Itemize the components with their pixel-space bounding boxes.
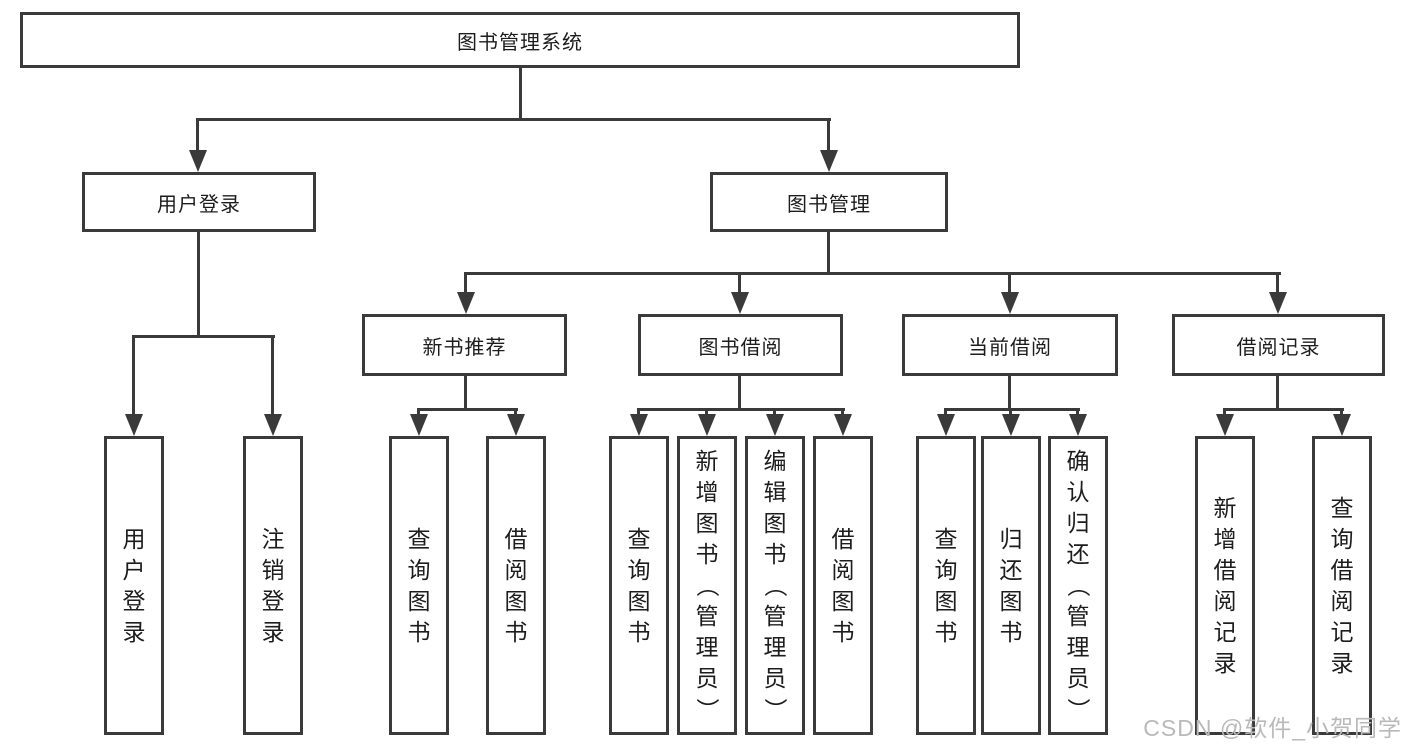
arrow-down-icon — [766, 414, 784, 436]
leaf-query-books-borrow: 查询图书 — [609, 436, 669, 735]
leaf-query-borrow-record: 查询借阅记录 — [1312, 436, 1372, 735]
connector-line — [196, 118, 831, 121]
arrow-down-icon — [410, 414, 428, 436]
node-book-borrow: 图书借阅 — [638, 314, 843, 376]
node-user-login: 用户登录 — [82, 172, 316, 232]
arrow-down-icon — [264, 414, 282, 436]
leaf-borrow-books-recommend: 借阅图书 — [486, 436, 546, 735]
arrow-down-icon — [1269, 292, 1287, 314]
arrow-down-icon — [630, 414, 648, 436]
node-library-management-system: 图书管理系统 — [20, 12, 1020, 68]
arrow-down-icon — [125, 414, 143, 436]
leaf-add-borrow-record: 新增借阅记录 — [1195, 436, 1255, 735]
node-new-book-recommend: 新书推荐 — [362, 314, 567, 376]
connector-line — [1223, 408, 1226, 416]
arrow-down-icon — [1216, 414, 1234, 436]
node-borrow-records: 借阅记录 — [1172, 314, 1385, 376]
connector-line — [738, 376, 741, 411]
connector-line — [196, 118, 199, 152]
connector-line — [1340, 408, 1343, 416]
leaf-query-books-recommend: 查询图书 — [389, 436, 449, 735]
leaf-add-book-admin: 新增图书（管理员） — [677, 436, 737, 735]
connector-line — [1276, 376, 1279, 411]
connector-line — [197, 232, 200, 338]
connector-line — [417, 408, 420, 416]
connector-line — [132, 335, 135, 416]
leaf-return-books: 归还图书 — [981, 436, 1041, 735]
connector-line — [1223, 408, 1344, 411]
connector-line — [637, 408, 640, 416]
arrow-down-icon — [834, 414, 852, 436]
connector-line — [1008, 376, 1011, 411]
connector-line — [841, 408, 844, 416]
arrow-down-icon — [937, 414, 955, 436]
connector-line — [1008, 272, 1011, 294]
node-current-borrow: 当前借阅 — [902, 314, 1118, 376]
connector-line — [132, 335, 275, 338]
connector-line — [738, 272, 741, 294]
connector-line — [1276, 272, 1279, 294]
arrow-down-icon — [507, 414, 525, 436]
connector-line — [827, 118, 830, 152]
arrow-down-icon — [1001, 292, 1019, 314]
connector-line — [827, 232, 830, 275]
connector-line — [944, 408, 947, 416]
arrow-down-icon — [457, 292, 475, 314]
connector-line — [464, 376, 467, 411]
connector-line — [1009, 408, 1012, 416]
csdn-watermark: CSDN @软件_小贺同学 — [1143, 715, 1402, 741]
connector-line — [637, 408, 845, 411]
node-book-management: 图书管理 — [710, 172, 948, 232]
arrow-down-icon — [1333, 414, 1351, 436]
arrow-down-icon — [1069, 414, 1087, 436]
connector-line — [271, 335, 274, 416]
connector-line — [464, 272, 1281, 275]
connector-line — [464, 272, 467, 294]
leaf-logout: 注销登录 — [243, 436, 303, 735]
arrow-down-icon — [189, 150, 207, 172]
connector-line — [519, 68, 522, 121]
leaf-user-login: 用户登录 — [104, 436, 164, 735]
leaf-edit-book-admin: 编辑图书（管理员） — [745, 436, 805, 735]
leaf-query-books-current: 查询图书 — [916, 436, 976, 735]
connector-line — [514, 408, 517, 416]
connector-line — [944, 408, 1080, 411]
arrow-down-icon — [820, 150, 838, 172]
connector-line — [417, 408, 518, 411]
leaf-borrow-books: 借阅图书 — [813, 436, 873, 735]
leaf-confirm-return-admin: 确认归还（管理员） — [1048, 436, 1108, 735]
arrow-down-icon — [1002, 414, 1020, 436]
connector-line — [773, 408, 776, 416]
arrow-down-icon — [698, 414, 716, 436]
connector-line — [705, 408, 708, 416]
connector-line — [1076, 408, 1079, 416]
arrow-down-icon — [731, 292, 749, 314]
